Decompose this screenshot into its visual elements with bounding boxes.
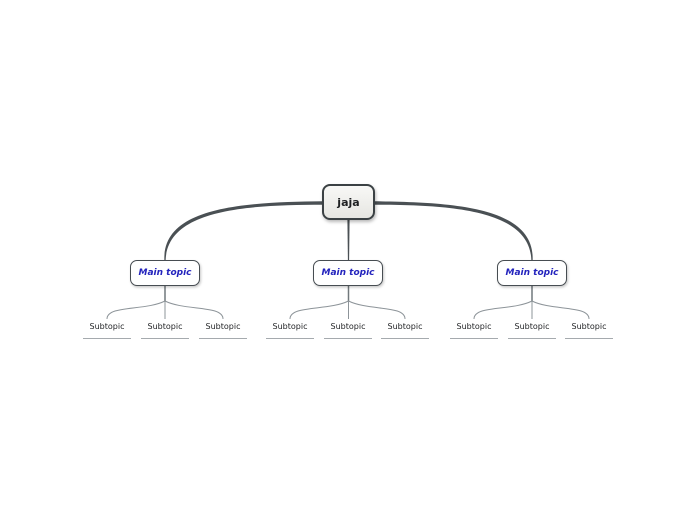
main-topic-node-3[interactable]: Main topic xyxy=(497,260,567,286)
main-topic-label: Main topic xyxy=(138,268,192,278)
subtopic-node-2-1[interactable]: Subtopic xyxy=(266,320,314,339)
subtopic-node-1-1[interactable]: Subtopic xyxy=(83,320,131,339)
main-topic-label: Main topic xyxy=(321,268,375,278)
root-topic-node[interactable]: jaja xyxy=(322,184,375,220)
subtopic-label: Subtopic xyxy=(272,322,308,331)
subtopic-node-2-2[interactable]: Subtopic xyxy=(324,320,372,339)
branch-main-1-sub-3 xyxy=(164,300,224,320)
root-topic-label: jaja xyxy=(337,195,360,209)
subtopic-label: Subtopic xyxy=(514,322,550,331)
subtopic-node-1-2[interactable]: Subtopic xyxy=(141,320,189,339)
main-topic-node-1[interactable]: Main topic xyxy=(130,260,200,286)
subtopic-node-3-1[interactable]: Subtopic xyxy=(450,320,498,339)
branch-main-2-sub-3 xyxy=(348,300,406,320)
branch-main-3-sub-1 xyxy=(473,300,533,320)
subtopic-label: Subtopic xyxy=(330,322,366,331)
branch-root-to-main-1 xyxy=(164,201,323,260)
main-topic-label: Main topic xyxy=(505,268,559,278)
branch-root-to-main-2 xyxy=(347,219,350,260)
subtopic-label: Subtopic xyxy=(387,322,423,331)
branch-main-1-sub-1 xyxy=(106,300,166,320)
subtopic-label: Subtopic xyxy=(456,322,492,331)
subtopic-node-3-2[interactable]: Subtopic xyxy=(508,320,556,339)
branch-main-3-sub-3 xyxy=(531,300,590,320)
branch-root-to-main-3 xyxy=(374,201,533,260)
subtopic-label: Subtopic xyxy=(205,322,241,331)
subtopic-node-3-3[interactable]: Subtopic xyxy=(565,320,613,339)
branch-main-2-sub-1 xyxy=(289,300,349,320)
subtopic-label: Subtopic xyxy=(147,322,183,331)
subtopic-node-2-3[interactable]: Subtopic xyxy=(381,320,429,339)
subtopic-label: Subtopic xyxy=(571,322,607,331)
main-topic-node-2[interactable]: Main topic xyxy=(313,260,383,286)
subtopic-label: Subtopic xyxy=(89,322,125,331)
subtopic-node-1-3[interactable]: Subtopic xyxy=(199,320,247,339)
